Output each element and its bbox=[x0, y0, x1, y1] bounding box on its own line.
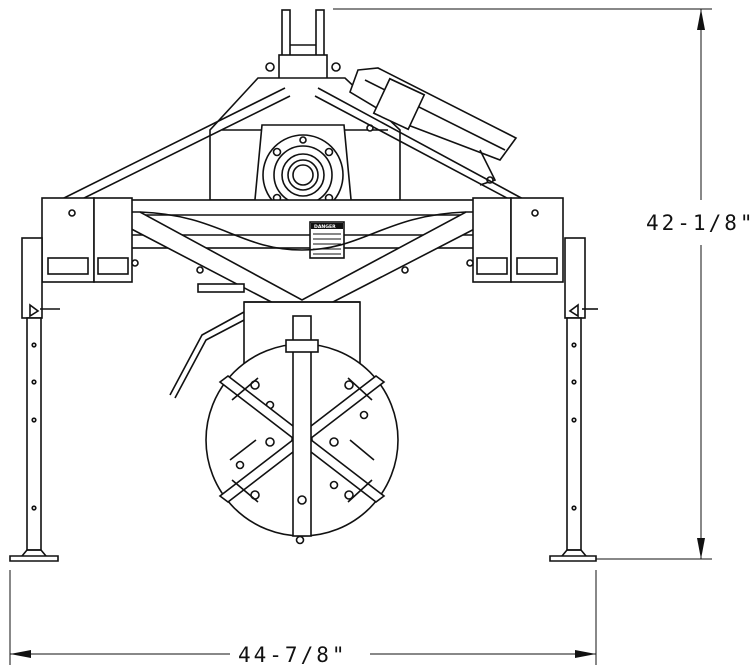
width-dimension: 44-7/8" bbox=[9, 570, 597, 666]
center-shaft bbox=[285, 315, 319, 537]
danger-decal-title: DANGER bbox=[314, 224, 336, 230]
width-dimension-label: 44-7/8" bbox=[238, 643, 348, 666]
left-stand-leg bbox=[9, 237, 60, 562]
gearbox-housing bbox=[209, 77, 401, 216]
height-dimension-label: 42-1/8" bbox=[646, 211, 753, 235]
depth-lever bbox=[169, 283, 249, 399]
height-dimension: 42-1/8" bbox=[333, 8, 753, 560]
danger-decal: DANGER bbox=[309, 221, 345, 259]
right-side-arm bbox=[466, 197, 564, 283]
right-stand-leg bbox=[549, 237, 598, 562]
left-side-arm bbox=[41, 197, 139, 283]
top-link-braces bbox=[59, 87, 526, 206]
